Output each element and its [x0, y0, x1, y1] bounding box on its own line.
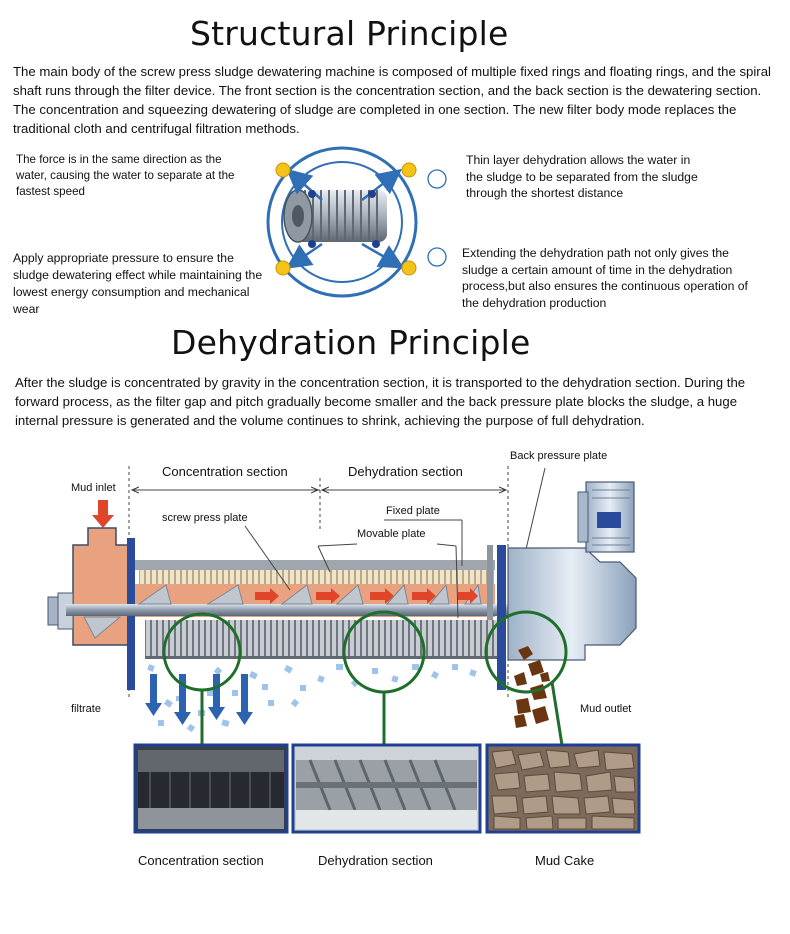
label-movable-plate: Movable plate — [357, 528, 426, 540]
label-screw-press-plate: screw press plate — [162, 512, 248, 524]
label-filtrate: filtrate — [71, 703, 101, 715]
outer-ring — [266, 146, 418, 298]
label-mud-inlet: Mud inlet — [71, 482, 116, 494]
photo-dehydration-section — [291, 743, 482, 834]
structural-ring-diagram — [266, 146, 447, 298]
back-pressure-plate — [487, 545, 493, 620]
node-bottom-right — [401, 260, 417, 276]
note-dehydration-path: Extending the dehydration path not only … — [462, 246, 748, 310]
caption-dehydration-section: Dehydration section — [318, 853, 433, 868]
label-fixed-plate: Fixed plate — [386, 505, 440, 517]
dehydration-principle-title: Dehydration Principle — [171, 323, 531, 362]
fixed-plate-rings — [139, 570, 494, 584]
note-appropriate-pressure: Apply appropriate pressure to ensure the… — [13, 251, 263, 316]
label-back-pressure-plate: Back pressure plate — [510, 450, 608, 462]
node-top-right — [401, 162, 417, 178]
zoom-circle-mud-cake — [484, 610, 568, 694]
label-mud-outlet: Mud outlet — [580, 703, 632, 715]
filtrate-arrows — [145, 674, 253, 725]
bubble-icon — [427, 169, 447, 189]
dehydration-principle-body: After the sludge is concentrated by grav… — [15, 375, 746, 428]
flow-arrows — [255, 588, 478, 604]
note-force-direction: The force is in the same direction as th… — [16, 153, 235, 198]
filtrate-particles — [147, 664, 477, 733]
label-concentration-section: Concentration section — [162, 464, 288, 479]
photo-mud-cake — [485, 743, 641, 834]
movable-plate-rings — [145, 620, 497, 658]
label-dehydration-section: Dehydration section — [348, 464, 463, 479]
structural-principle-title: Structural Principle — [190, 14, 509, 53]
screw-press-machine — [47, 466, 641, 834]
note-thin-layer: Thin layer dehydration allows the water … — [466, 153, 698, 200]
structural-principle-body: The main body of the screw press sludge … — [13, 64, 771, 136]
node-bottom-left — [275, 260, 291, 276]
caption-concentration-section: Concentration section — [138, 853, 264, 868]
gearbox — [507, 547, 637, 661]
bubble-icon — [427, 247, 447, 267]
photo-concentration-section — [133, 743, 289, 834]
inner-ring — [281, 161, 403, 283]
caption-mud-cake: Mud Cake — [535, 853, 595, 868]
mud-inlet-arrow-icon — [92, 500, 114, 528]
press-cylinder-icon — [283, 189, 387, 243]
node-top-left — [275, 162, 291, 178]
